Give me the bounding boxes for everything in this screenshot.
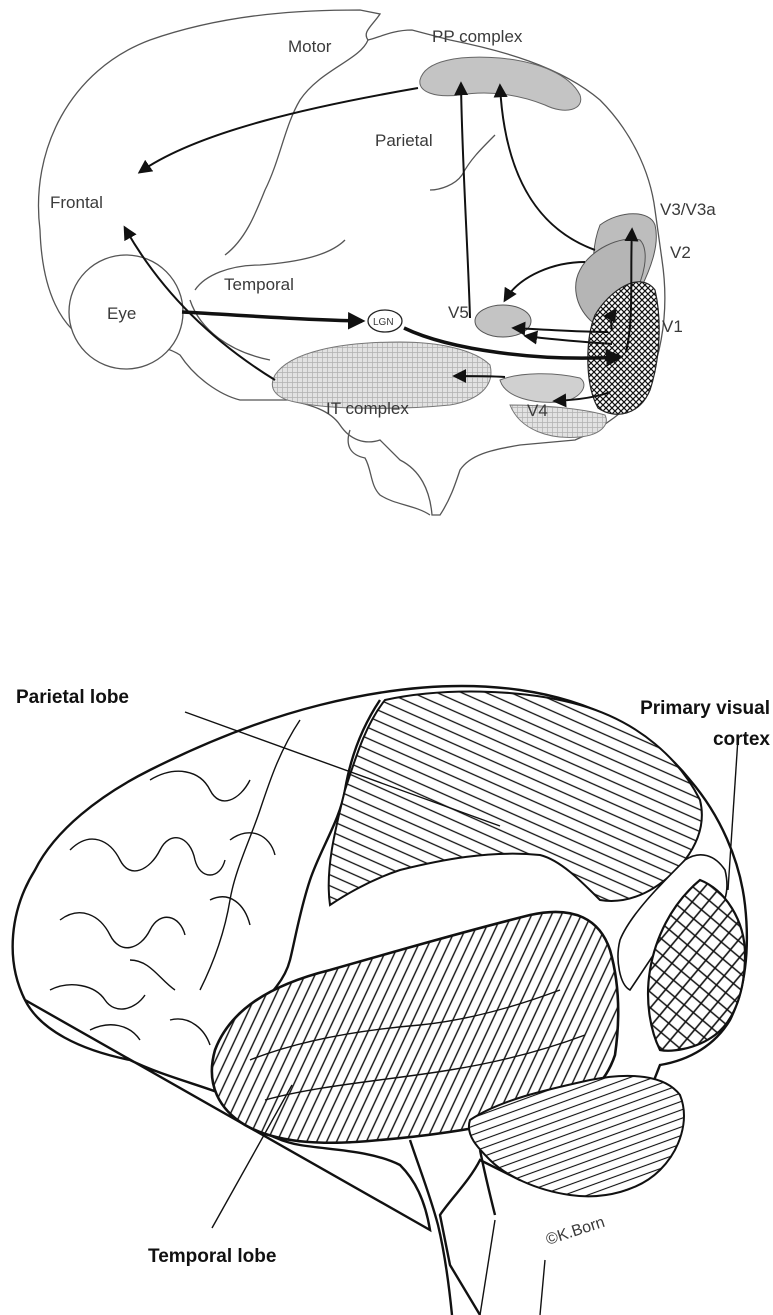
brainstem-lower: [410, 1140, 495, 1315]
label-temporal: Temporal: [224, 275, 294, 294]
label-v3: V3/V3a: [660, 200, 716, 219]
label-v2: V2: [670, 243, 691, 262]
pp-to-frontal-arrow: [140, 88, 418, 172]
visual-pathway-diagram: Motor PP complex Parietal Frontal Tempor…: [38, 10, 716, 515]
label-motor: Motor: [288, 37, 332, 56]
v4-to-it-arrow: [455, 376, 505, 377]
label-lgn: LGN: [373, 317, 394, 328]
cerebellum-leader-line-2: [480, 1220, 495, 1315]
eye-to-lgn-arrow: [182, 312, 362, 321]
label-eye: Eye: [107, 304, 136, 323]
label-v5: V5: [448, 303, 469, 322]
parietal-lobe-region: [329, 692, 702, 905]
temporal-lower-contour: [190, 300, 270, 360]
v5-region: [475, 305, 531, 337]
label-v4: V4: [527, 401, 548, 420]
label-it-complex: IT complex: [326, 399, 409, 418]
v5-to-pp-arrow: [461, 84, 470, 318]
cerebellum-leader-line-1: [540, 1260, 545, 1315]
label-frontal: Frontal: [50, 193, 103, 212]
label-pp-complex: PP complex: [432, 27, 523, 46]
label-cortex: cortex: [713, 729, 770, 750]
v2-to-v5-arrow: [505, 262, 585, 300]
brainstem-outline: [348, 430, 430, 515]
brain-lobes-diagram: Parietal lobe Primary visual cortex Temp…: [13, 686, 771, 1315]
precentral-sulcus: [200, 720, 300, 990]
v4-region: [500, 374, 584, 403]
label-temporal-lobe: Temporal lobe: [148, 1246, 276, 1267]
v4-lower-region: [510, 405, 606, 438]
artist-signature: ©K.Born: [544, 1214, 607, 1249]
central-sulcus: [225, 40, 368, 255]
label-parietal-lobe: Parietal lobe: [16, 687, 129, 708]
label-v1: V1: [662, 317, 683, 336]
label-parietal: Parietal: [375, 131, 433, 150]
label-primary-visual: Primary visual: [640, 698, 770, 719]
v3-to-pp-arrow: [500, 86, 595, 250]
